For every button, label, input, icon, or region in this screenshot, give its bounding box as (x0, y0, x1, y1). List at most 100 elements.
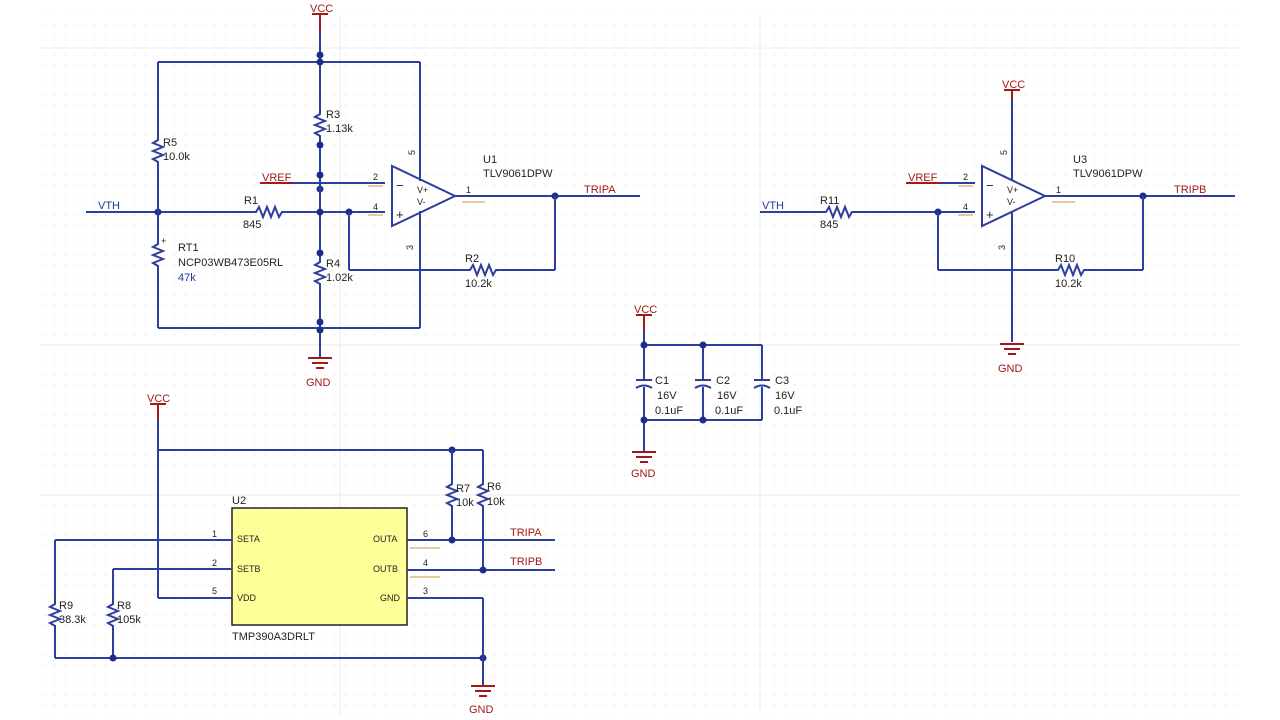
svg-text:3: 3 (423, 586, 428, 596)
junction-dot (479, 566, 487, 574)
svg-text:3: 3 (997, 245, 1007, 250)
svg-text:+: + (161, 236, 166, 246)
c2-voltage: 16V (717, 390, 737, 402)
resistor-r3: R3 1.13k (312, 109, 353, 180)
vcc-symbol-caps: VCC (634, 304, 657, 330)
junction-dot (640, 341, 648, 349)
c1-value: 0.1uF (655, 405, 683, 417)
u2-part: TMP390A3DRLT (232, 631, 315, 643)
r6-value: 10k (487, 496, 505, 508)
vref-label-u3: VREF (908, 172, 938, 184)
svg-text:V+: V+ (417, 185, 428, 195)
r4-value: 1.02k (326, 272, 353, 284)
tripa-label-u2: TRIPA (510, 527, 542, 539)
c3-ref: C3 (775, 375, 789, 387)
r3-ref: R3 (326, 109, 340, 121)
r10-value: 10.2k (1055, 278, 1082, 290)
vcc-symbol-u3: VCC (1002, 79, 1025, 100)
vth-label-u3: VTH (762, 200, 784, 212)
tripa-label-u1: TRIPA (584, 184, 616, 196)
svg-text:OUTA: OUTA (373, 534, 397, 544)
vcc-symbol-top: VCC (310, 3, 333, 30)
resistor-r6: R6 10k (475, 450, 505, 570)
svg-text:4: 4 (423, 558, 428, 568)
vth-label-u1: VTH (98, 200, 120, 212)
resistor-r5: R5 10.0k (150, 135, 190, 200)
r5-ref: R5 (163, 137, 177, 149)
junction-dot (699, 341, 707, 349)
svg-text:−: − (396, 178, 404, 193)
svg-text:1: 1 (212, 529, 217, 539)
rt1-ref: RT1 (178, 242, 199, 254)
resistor-r7: R7 10k (444, 450, 474, 540)
gnd-label-caps: GND (631, 468, 656, 480)
resistor-r4: R4 1.02k (312, 258, 353, 340)
junction-dot (448, 536, 456, 544)
svg-text:+: + (396, 207, 404, 222)
svg-text:2: 2 (963, 172, 968, 182)
vcc-label-top: VCC (310, 3, 333, 15)
svg-text:3: 3 (405, 245, 415, 250)
svg-text:SETA: SETA (237, 534, 260, 544)
gnd-symbol-u3: GND (998, 343, 1024, 375)
svg-text:1: 1 (466, 185, 471, 195)
resistor-r1: R1 845 (240, 195, 385, 231)
capacitor-c3: C3 16V 0.1uF (753, 375, 802, 417)
r4-ref: R4 (326, 258, 340, 270)
capacitor-c2: C2 16V 0.1uF (694, 375, 743, 417)
rt1-part: NCP03WB473E05RL (178, 257, 283, 269)
opamp-u1: 2 4 1 5 3 V+ V- − + U1 TLV9061DPW (368, 150, 553, 250)
c1-ref: C1 (655, 375, 669, 387)
gnd-label-u1: GND (306, 377, 331, 389)
tripb-label-u2: TRIPB (510, 556, 542, 568)
svg-text:2: 2 (212, 558, 217, 568)
r1-ref: R1 (244, 195, 258, 207)
c3-voltage: 16V (775, 390, 795, 402)
resistor-r9: R9 38.3k (47, 600, 86, 658)
junction-dot (640, 416, 648, 424)
resistor-r2: R2 10.2k (349, 253, 555, 290)
svg-text:1: 1 (1056, 185, 1061, 195)
u2-ref: U2 (232, 495, 246, 507)
svg-text:SETB: SETB (237, 564, 261, 574)
resistor-r11: R11 845 (820, 195, 975, 231)
c3-value: 0.1uF (774, 405, 802, 417)
svg-text:4: 4 (373, 202, 378, 212)
rt1-value: 47k (178, 272, 196, 284)
gnd-symbol-u2: GND (469, 685, 495, 716)
svg-text:+: + (986, 207, 994, 222)
gnd-symbol-u1: GND (306, 340, 332, 389)
r2-ref: R2 (465, 253, 479, 265)
vcc-label-u2: VCC (147, 393, 170, 405)
vref-label-u1: VREF (262, 172, 292, 184)
r3-value: 1.13k (326, 123, 353, 135)
junction-dot (316, 141, 324, 149)
resistor-r10: R10 10.2k (938, 253, 1143, 290)
svg-text:VDD: VDD (237, 593, 257, 603)
r10-ref: R10 (1055, 253, 1075, 265)
r6-ref: R6 (487, 481, 501, 493)
r11-ref: R11 (820, 195, 839, 207)
svg-text:6: 6 (423, 529, 428, 539)
r5-value: 10.0k (163, 151, 190, 163)
resistor-r8: R8 105k (105, 600, 141, 658)
u3-part: TLV9061DPW (1073, 168, 1143, 180)
r7-ref: R7 (456, 483, 470, 495)
r9-ref: R9 (59, 600, 73, 612)
junction-dot (316, 51, 324, 59)
junction-dot (316, 249, 324, 257)
svg-text:V-: V- (417, 197, 426, 207)
junction-dot (109, 654, 117, 662)
svg-text:V+: V+ (1007, 185, 1018, 195)
gnd-label-u2: GND (469, 704, 494, 716)
junction-dot (316, 208, 324, 216)
svg-text:GND: GND (380, 593, 401, 603)
junction-dot (316, 318, 324, 326)
u3-ref: U3 (1073, 154, 1087, 166)
junction-dot (699, 416, 707, 424)
svg-text:2: 2 (373, 172, 378, 182)
r8-value: 105k (117, 614, 141, 626)
r2-value: 10.2k (465, 278, 492, 290)
svg-text:V-: V- (1007, 197, 1016, 207)
